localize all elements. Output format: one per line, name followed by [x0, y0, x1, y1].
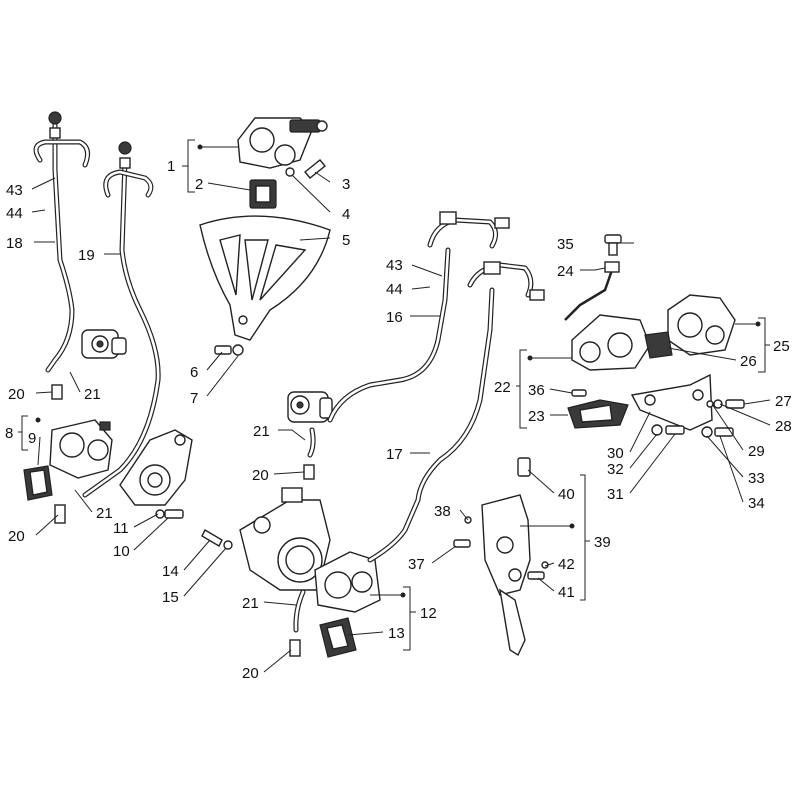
label-20-a: 20: [8, 386, 25, 403]
label-8: 8: [5, 425, 13, 442]
brake-pad-23: [567, 399, 629, 429]
bolt-6-washer-7: [214, 344, 244, 356]
label-11: 11: [113, 520, 129, 537]
washer-4: [285, 167, 295, 177]
label-10: 10: [113, 543, 130, 560]
caliper-bracket-30: [630, 373, 713, 431]
bolt-41-42: [527, 561, 549, 580]
label-3: 3: [342, 176, 350, 193]
label-21-c: 21: [253, 423, 270, 440]
brake-pads-13: [319, 617, 357, 658]
part-labels: 1 2 3 4 5 6 7 43 44 18 19 20 21 8 9 21 1…: [5, 158, 792, 682]
label-26: 26: [740, 353, 757, 370]
label-22: 22: [494, 379, 511, 396]
brake-caliper-8: [49, 419, 113, 479]
sensor-cable-24: [564, 261, 620, 321]
label-13: 13: [388, 625, 405, 642]
brake-line-17: [367, 261, 545, 563]
label-37: 37: [408, 556, 425, 573]
label-7: 7: [190, 390, 198, 407]
brake-pad-26: [644, 331, 673, 359]
label-41: 41: [558, 584, 575, 601]
rear-hub-carrier: [239, 487, 331, 591]
label-15: 15: [162, 589, 179, 606]
label-4: 4: [342, 206, 350, 223]
label-9: 9: [28, 430, 36, 447]
label-43-center: 43: [386, 257, 403, 274]
bolt-35: [604, 234, 622, 256]
label-28: 28: [775, 418, 792, 435]
label-31: 31: [607, 486, 624, 503]
bolt-36: [571, 389, 587, 397]
label-42: 42: [558, 556, 575, 573]
caliper-bracket-left: [119, 429, 193, 506]
label-25: 25: [773, 338, 790, 355]
label-44-center: 44: [386, 281, 403, 298]
brake-caliper-1: [237, 117, 328, 169]
label-40: 40: [558, 486, 575, 503]
brake-line-center: [303, 427, 316, 480]
label-30: 30: [607, 445, 624, 462]
label-2: 2: [195, 176, 203, 193]
bolt-10-11: [155, 509, 184, 519]
label-12: 12: [420, 605, 437, 622]
bolt-37-38: [453, 516, 472, 548]
brake-pads-9: [23, 465, 53, 501]
label-35: 35: [557, 236, 574, 253]
label-43-left: 43: [6, 182, 23, 199]
caliper-22: [571, 314, 651, 371]
label-16: 16: [386, 309, 403, 326]
label-32: 32: [607, 461, 624, 478]
label-27: 27: [775, 393, 792, 410]
bolt-14-washer-15: [201, 529, 233, 550]
label-5: 5: [342, 232, 350, 249]
label-33: 33: [748, 470, 765, 487]
label-23: 23: [528, 408, 545, 425]
brake-line-16: [327, 211, 510, 423]
label-6: 6: [190, 364, 198, 381]
label-24: 24: [557, 263, 574, 280]
label-21-d: 21: [242, 595, 259, 612]
label-29: 29: [748, 443, 765, 460]
label-14: 14: [162, 563, 179, 580]
label-17: 17: [386, 446, 403, 463]
label-39: 39: [594, 534, 611, 551]
label-18: 18: [6, 235, 23, 252]
master-cylinder-center: [287, 391, 333, 423]
label-20-c: 20: [252, 467, 269, 484]
label-21-b: 21: [96, 505, 113, 522]
label-36: 36: [528, 382, 545, 399]
brake-pad-2: [249, 179, 277, 209]
brake-pedal-assembly-39: [481, 457, 531, 657]
master-cylinder-left: [81, 329, 127, 359]
label-19: 19: [78, 247, 95, 264]
brake-line-lower: [289, 589, 306, 657]
caliper-25: [667, 294, 736, 356]
brake-caliper-12: [314, 551, 381, 613]
label-21-a: 21: [84, 386, 101, 403]
label-44-left: 44: [6, 205, 23, 222]
brake-hose-19: [82, 141, 161, 498]
label-1: 1: [167, 158, 175, 175]
disc-guard-5: [199, 215, 331, 341]
label-38: 38: [434, 503, 451, 520]
bolts-31-32-33-34: [651, 424, 734, 438]
label-20-d: 20: [242, 665, 259, 682]
brake-hose-18: [33, 111, 91, 373]
label-34: 34: [748, 495, 765, 512]
bolts-27-28-29: [706, 399, 745, 409]
bolt-3: [304, 159, 326, 179]
label-20-b: 20: [8, 528, 25, 545]
leader-lines: [18, 139, 771, 673]
